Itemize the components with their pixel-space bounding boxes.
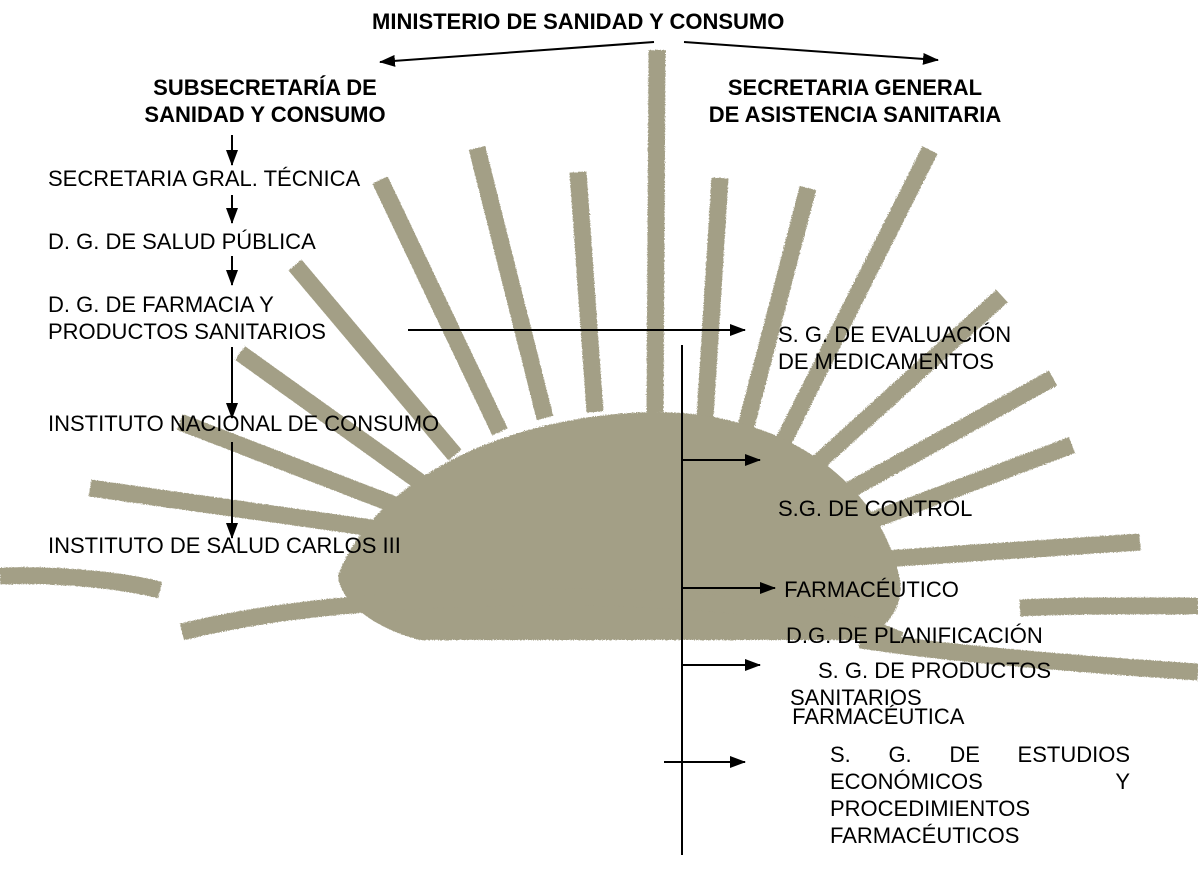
sg-control-line1: S.G. DE CONTROL	[778, 496, 973, 521]
dg-planificacion-label: D.G. DE PLANIFICACIÓN FARMACÉUTICA	[786, 568, 1043, 784]
sg-productos-line2: SANITARIOS	[790, 685, 922, 710]
sg-control-label: S.G. DE CONTROL FARMACÉUTICO	[778, 441, 972, 657]
sg-estudios-label: S. G. DE ESTUDIOS ECONÓMICOS Y PROCEDIMI…	[830, 741, 1130, 849]
arrow-to-subsecretaria	[379, 41, 655, 67]
sg-estudios-line4: FARMACÉUTICOS	[830, 823, 1020, 848]
secretaria-tecnica-label: SECRETARIA GRAL. TÉCNICA	[48, 166, 361, 191]
secretaria-general-title: SECRETARIA GENERAL DE ASISTENCIA SANITAR…	[660, 74, 1050, 128]
sg-evaluacion-line1: S. G. DE EVALUACIÓN	[778, 322, 1012, 347]
dg-planificacion-line1: D.G. DE PLANIFICACIÓN	[786, 623, 1043, 648]
sg-control-line2: FARMACÉUTICO	[778, 577, 959, 602]
instituto-carlos-iii-label: INSTITUTO DE SALUD CARLOS III	[48, 533, 401, 558]
secretaria-general-title-line2: DE ASISTENCIA SANITARIA	[708, 102, 1002, 127]
subsecretaria-title-line2: SANIDAD Y CONSUMO	[144, 102, 386, 127]
subsecretaria-title: SUBSECRETARÍA DE SANIDAD Y CONSUMO	[110, 74, 420, 128]
arrow-to-secretaria-general	[683, 41, 939, 65]
secretaria-general-title-line1: SECRETARIA GENERAL	[727, 75, 983, 100]
dg-planificacion-line2: FARMACÉUTICA	[786, 704, 965, 729]
sg-productos-line1: S. G. DE PRODUCTOS	[818, 658, 1052, 683]
instituto-consumo-label: INSTITUTO NACIONAL DE CONSUMO	[48, 411, 440, 436]
sg-estudios-line1: S. G. DE ESTUDIOS	[830, 742, 1130, 767]
sg-evaluacion-line2: DE MEDICAMENTOS	[778, 349, 994, 374]
salud-publica-label: D. G. DE SALUD PÚBLICA	[48, 229, 316, 254]
farmacia-label-line1: D. G. DE FARMACIA Y	[48, 292, 274, 317]
farmacia-label-line2: PRODUCTOS SANITARIOS	[48, 319, 326, 344]
subsecretaria-title-line1: SUBSECRETARÍA DE	[153, 75, 377, 100]
ministry-title: MINISTERIO DE SANIDAD Y CONSUMO	[372, 9, 785, 34]
farmacia-label: D. G. DE FARMACIA Y PRODUCTOS SANITARIOS	[48, 291, 326, 345]
sg-estudios-line2: ECONÓMICOS Y	[830, 769, 1130, 794]
sg-productos-label: S. G. DE PRODUCTOS SANITARIOS	[790, 657, 1051, 711]
sg-evaluacion-label: S. G. DE EVALUACIÓN DE MEDICAMENTOS	[778, 321, 1011, 375]
sg-estudios-line3: PROCEDIMIENTOS	[830, 796, 1031, 821]
